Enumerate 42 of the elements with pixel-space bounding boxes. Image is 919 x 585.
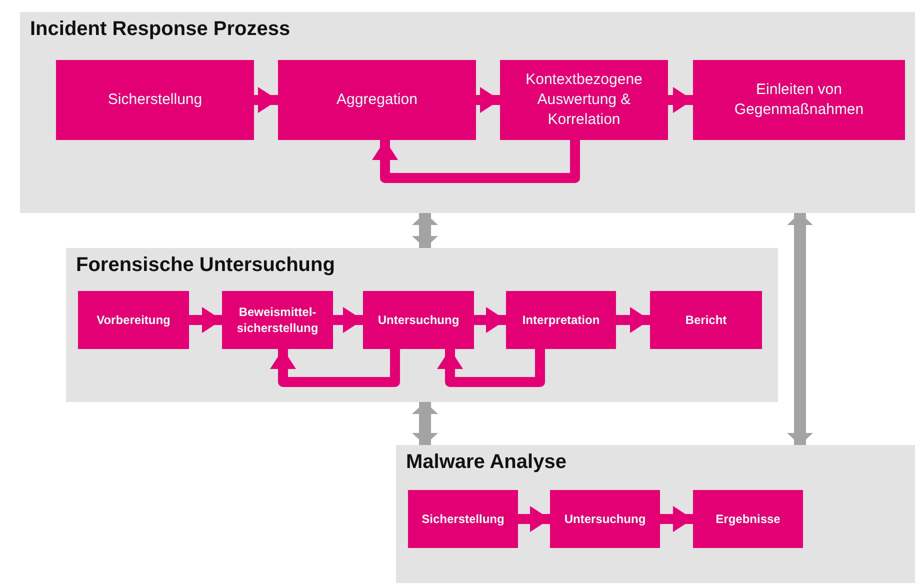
process-box — [650, 291, 762, 349]
arrow — [476, 87, 500, 113]
box-label: Kontextbezogene Auswertung & Korrelation — [524, 70, 644, 130]
arrow — [254, 87, 278, 113]
box-label: Interpretation — [522, 312, 600, 328]
process-box — [693, 490, 803, 548]
process-box — [363, 291, 474, 349]
panel-title: Malware Analyse — [406, 451, 566, 474]
box-label: Bericht — [685, 312, 727, 328]
box-label: Aggregation — [336, 90, 418, 110]
process-box — [550, 490, 660, 548]
group-panel — [396, 445, 915, 583]
box-label: Ergebnisse — [716, 510, 780, 528]
process-box — [278, 60, 476, 140]
process-box — [78, 291, 189, 349]
process-box — [408, 490, 518, 548]
panel-title: Forensische Untersuchung — [76, 254, 335, 277]
panel-title: Incident Response Prozess — [30, 18, 290, 41]
box-label: Untersuchung — [564, 510, 646, 528]
arrow — [660, 506, 693, 532]
process-box — [56, 60, 254, 140]
process-box — [693, 60, 905, 140]
process-box — [222, 291, 333, 349]
box-label: Einleiten von Gegenmaßnahmen — [733, 80, 865, 120]
arrow — [412, 213, 438, 248]
arrow — [787, 213, 813, 445]
box-label: Sicherstellung — [108, 90, 202, 110]
process-box — [506, 291, 616, 349]
arrow — [474, 307, 506, 333]
process-box — [500, 60, 668, 140]
box-label: Untersuchung — [378, 312, 460, 328]
box-label: Beweismittel- sicherstellung — [236, 304, 320, 336]
arrow — [412, 402, 438, 445]
arrow — [333, 307, 363, 333]
arrow — [518, 506, 550, 532]
arrow — [189, 307, 222, 333]
group-panel — [20, 12, 915, 213]
box-label: Vorbereitung — [96, 312, 170, 328]
group-panel — [66, 248, 778, 402]
box-label: Sicherstellung — [422, 510, 504, 528]
arrow — [616, 307, 650, 333]
arrow — [668, 87, 693, 113]
